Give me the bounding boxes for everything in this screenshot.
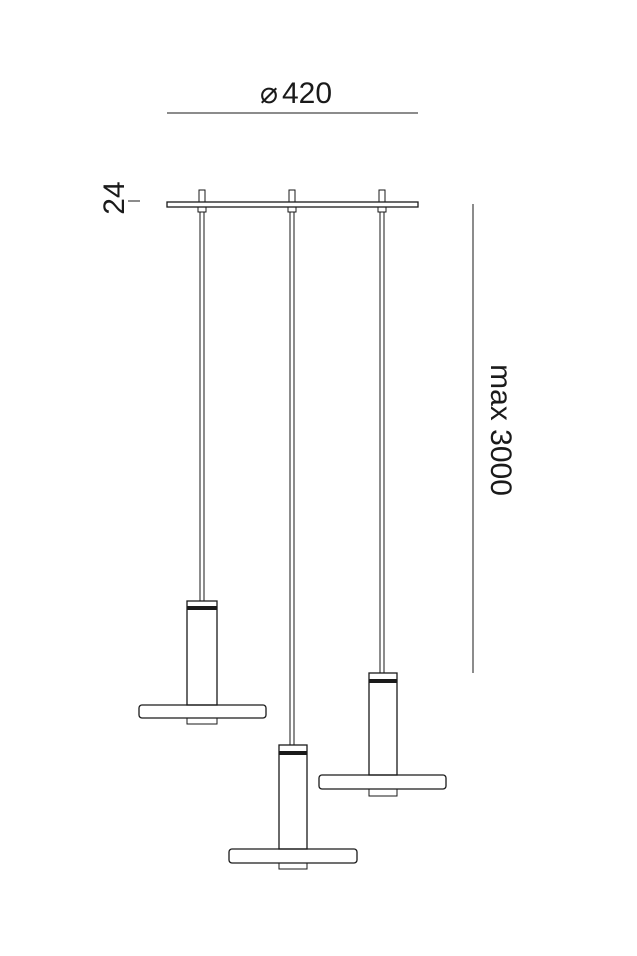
- canopy-connector-center: [288, 189, 296, 203]
- pendant-left: [138, 212, 267, 725]
- canopy-connector-right: [378, 189, 386, 203]
- lamp-lens-right: [368, 788, 398, 797]
- lamp-body-center: [278, 744, 308, 850]
- lamp-body-right: [368, 672, 398, 776]
- pendant-right: [318, 212, 447, 797]
- max-length-label: max 3000: [484, 364, 517, 496]
- canopy-connector-left: [198, 189, 206, 203]
- diameter-symbol: ⌀: [260, 77, 278, 110]
- lamp-disc-right: [318, 774, 447, 790]
- diameter-label: ⌀420: [260, 77, 332, 110]
- canopy-clamp-center: [287, 206, 297, 213]
- lamp-lens-center: [278, 862, 308, 870]
- lamp-band-right: [369, 679, 397, 683]
- canopy: [166, 189, 419, 213]
- canopy-clamp-right: [377, 206, 387, 213]
- max-length-dimension: max 3000: [472, 204, 517, 673]
- diameter-dimension: ⌀420: [167, 77, 418, 114]
- pendant-center: [228, 212, 358, 870]
- canopy-height-label: 24: [98, 181, 131, 214]
- canopy-clamp-left: [197, 206, 207, 213]
- lamp-lens-left: [186, 717, 218, 725]
- lamp-body-left: [186, 600, 218, 706]
- lamp-band-left: [187, 606, 217, 610]
- canopy-bar: [166, 201, 419, 208]
- lamp-band-center: [279, 751, 307, 755]
- diameter-value: 420: [282, 77, 332, 110]
- lamp-disc-center: [228, 848, 358, 864]
- canopy-height-dimension: 24: [98, 181, 140, 215]
- lamp-disc-left: [138, 704, 267, 719]
